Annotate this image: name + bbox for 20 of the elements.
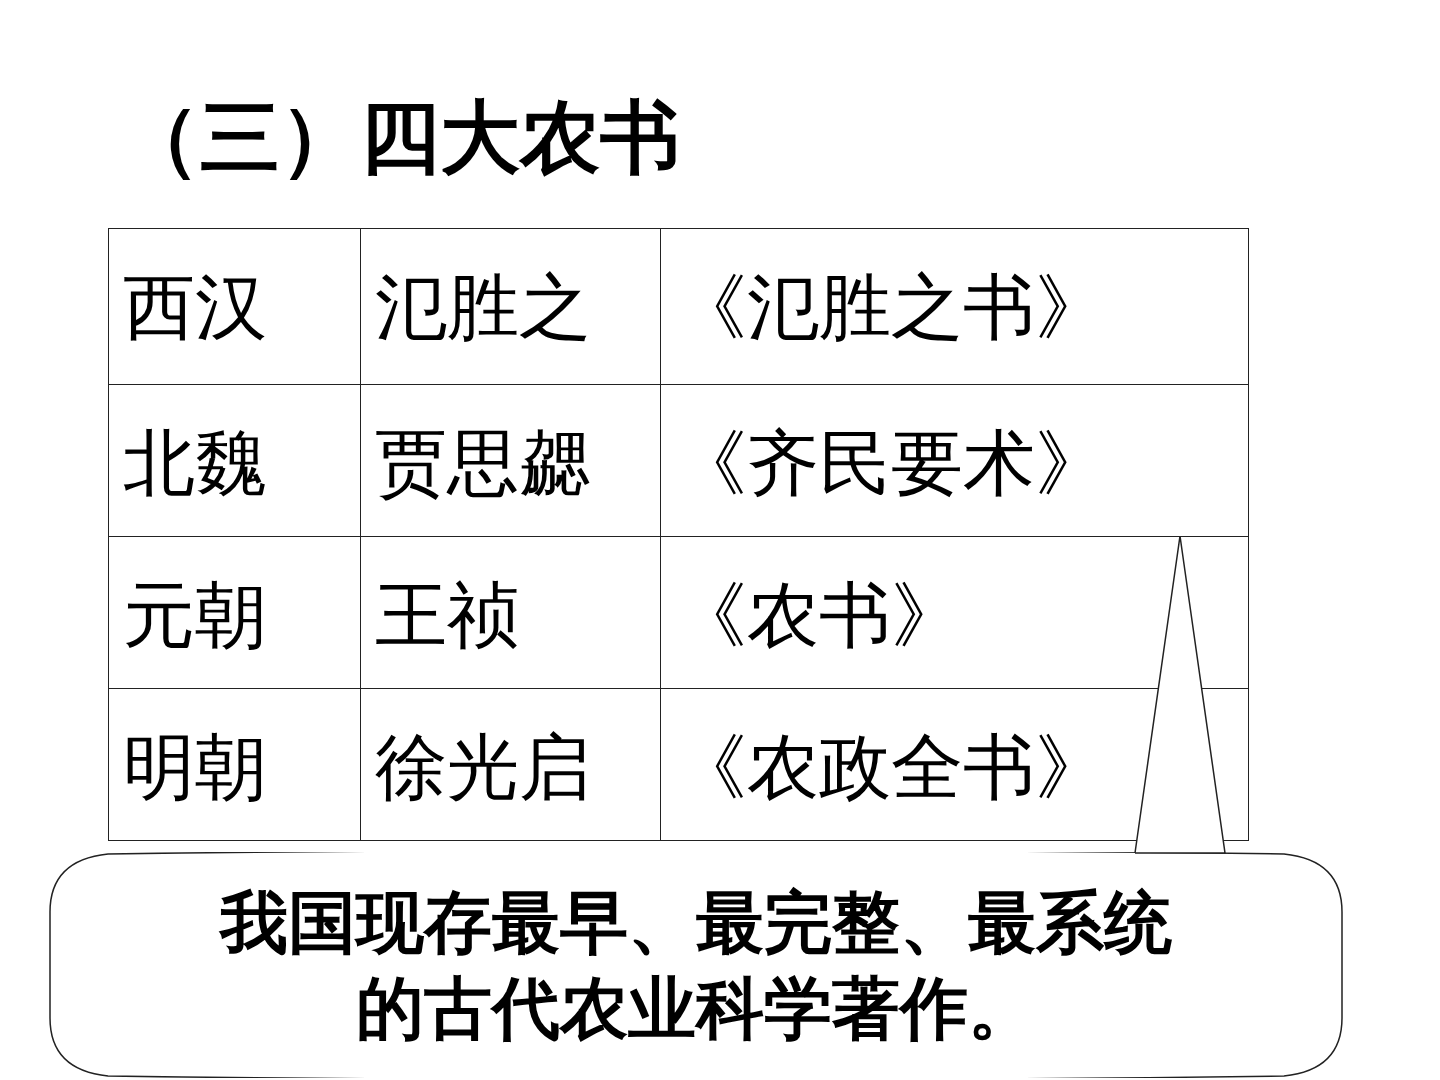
- table-cell: [108, 228, 361, 385]
- cell-text: 徐光启: [375, 727, 591, 807]
- cell-text: 贾思勰: [375, 423, 591, 503]
- cell-text: 王祯: [375, 575, 519, 655]
- cell-text: 元朝: [123, 575, 267, 655]
- table-cell: [660, 688, 1249, 841]
- callout-bubble: [48, 852, 1344, 1078]
- table-cell: [660, 228, 1249, 385]
- slide-title: （三）四大农书: [120, 90, 680, 186]
- cell-text: 北魏: [123, 423, 267, 503]
- cell-text: 西汉: [123, 267, 267, 347]
- callout-pointer: [1134, 535, 1226, 854]
- cell-text: 《农政全书》: [675, 727, 1107, 807]
- callout-text: 我国现存最早、最完整、最系统的古代农业科学著作。: [218, 882, 1173, 1050]
- cell-text: 《齐民要术》: [675, 423, 1107, 503]
- cell-text: 《氾胜之书》: [675, 267, 1107, 347]
- cell-text: 《农书》: [675, 575, 963, 655]
- table-cell: [108, 688, 361, 841]
- cell-text: 氾胜之: [375, 267, 591, 347]
- cell-text: 明朝: [123, 727, 267, 807]
